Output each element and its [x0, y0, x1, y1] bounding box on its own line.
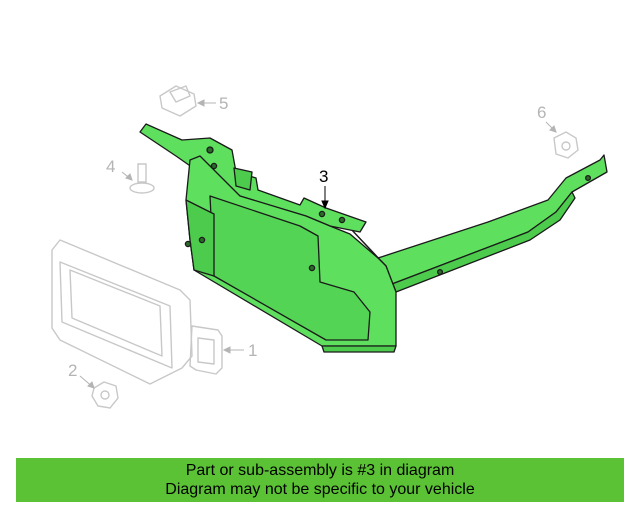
sensor-module-part-1[interactable] [51, 239, 223, 385]
module-connector-detail [197, 337, 215, 365]
module-face-inner [69, 269, 163, 357]
bracket-part-3[interactable] [139, 123, 608, 353]
module-face [59, 261, 173, 369]
stud-base [129, 182, 155, 194]
stud-shaft [137, 163, 147, 183]
nut-outline [91, 381, 119, 409]
bracket-hole [338, 216, 346, 224]
callout-1: 1 [248, 341, 257, 360]
bracket-hole [318, 210, 326, 218]
bracket-hole [584, 174, 592, 182]
leader-lines [79, 99, 557, 389]
callout-2: 2 [68, 361, 77, 380]
bracket-hole [206, 146, 214, 154]
clip-top [169, 85, 191, 103]
nut-part-6[interactable] [553, 131, 579, 159]
nut-6-hole [561, 141, 571, 151]
nut-hole [100, 390, 110, 400]
parts-diagram: 1 2 3 4 5 6 [51, 85, 608, 409]
banner-line-2: Diagram may not be specific to your vehi… [165, 481, 475, 498]
callout-3: 3 [319, 167, 328, 186]
leader-line-part-3 [321, 186, 329, 210]
module-outline [51, 239, 193, 385]
bracket-hole [210, 162, 218, 170]
banner-line-1: Part or sub-assembly is #3 in diagram [185, 462, 455, 479]
bracket-arm-flange [385, 191, 576, 293]
callout-6: 6 [537, 103, 546, 122]
module-connector [189, 325, 223, 375]
callout-4: 4 [106, 157, 115, 176]
bracket-hole [198, 236, 206, 244]
stud-part-4[interactable] [129, 163, 155, 194]
bracket-hole [308, 264, 316, 272]
bracket-inner-face [209, 195, 371, 341]
callout-5: 5 [219, 94, 228, 113]
clip-body [159, 85, 197, 117]
clip-part-5[interactable] [159, 85, 197, 117]
bracket-fold [233, 167, 253, 191]
bracket-hole [436, 268, 444, 276]
nut-6-outline [553, 131, 579, 159]
bracket-hole [184, 240, 192, 248]
bracket-lower-lip [321, 345, 397, 353]
bracket-arm [349, 154, 608, 285]
info-banner: Part or sub-assembly is #3 in diagram Di… [16, 458, 624, 502]
nut-part-2[interactable] [91, 381, 119, 409]
